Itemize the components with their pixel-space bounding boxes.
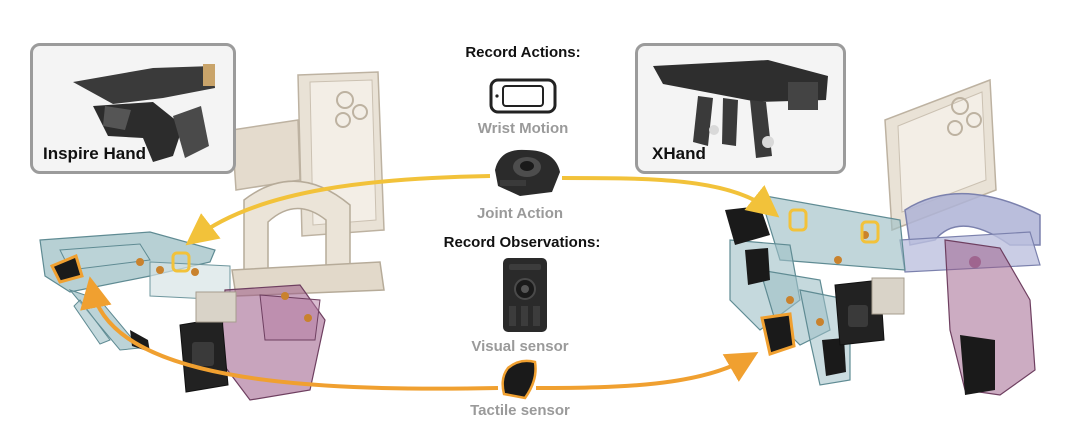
camera-sensor-icon [503,258,547,332]
right-camera [834,277,905,346]
right-dexterous-hand [725,194,906,386]
left-camera [179,291,237,393]
robot-hand-image [73,64,215,162]
right-inset-caption: XHand [652,144,706,163]
joint-action-arrow-left [185,174,491,246]
robot-hand-image [653,60,828,158]
left-fingertip-highlight [49,253,84,284]
tactile-arrow-right [535,351,759,390]
left-purple-gripper [219,284,326,401]
joint-action-arrow-right [561,176,780,218]
right-purple-gripper [944,239,1036,396]
visual-sensor-label: Visual sensor [471,338,569,355]
right-fingertip-highlight [760,312,796,356]
record-observations-header: Record Observations: [443,234,601,251]
tactile-pad-icon [501,359,537,400]
wrist-motion-label: Wrist Motion [477,120,569,137]
tactile-arrow-left [80,276,499,391]
left-inset-photo: Inspire Hand [30,43,236,174]
right-inset-photo: XHand [635,43,846,174]
left-joint-highlight [171,251,191,273]
left-inset-caption: Inspire Hand [43,144,146,163]
left-phone-mount [231,71,385,297]
tactile-sensor-label: Tactile sensor [470,402,570,419]
joint-action-label: Joint Action [476,205,564,222]
right-joint-highlight-2 [788,208,808,232]
phone-icon [489,78,557,114]
joint-encoder-icon [495,149,560,196]
right-joint-highlight-1 [860,220,880,244]
record-actions-header: Record Actions: [465,44,581,61]
